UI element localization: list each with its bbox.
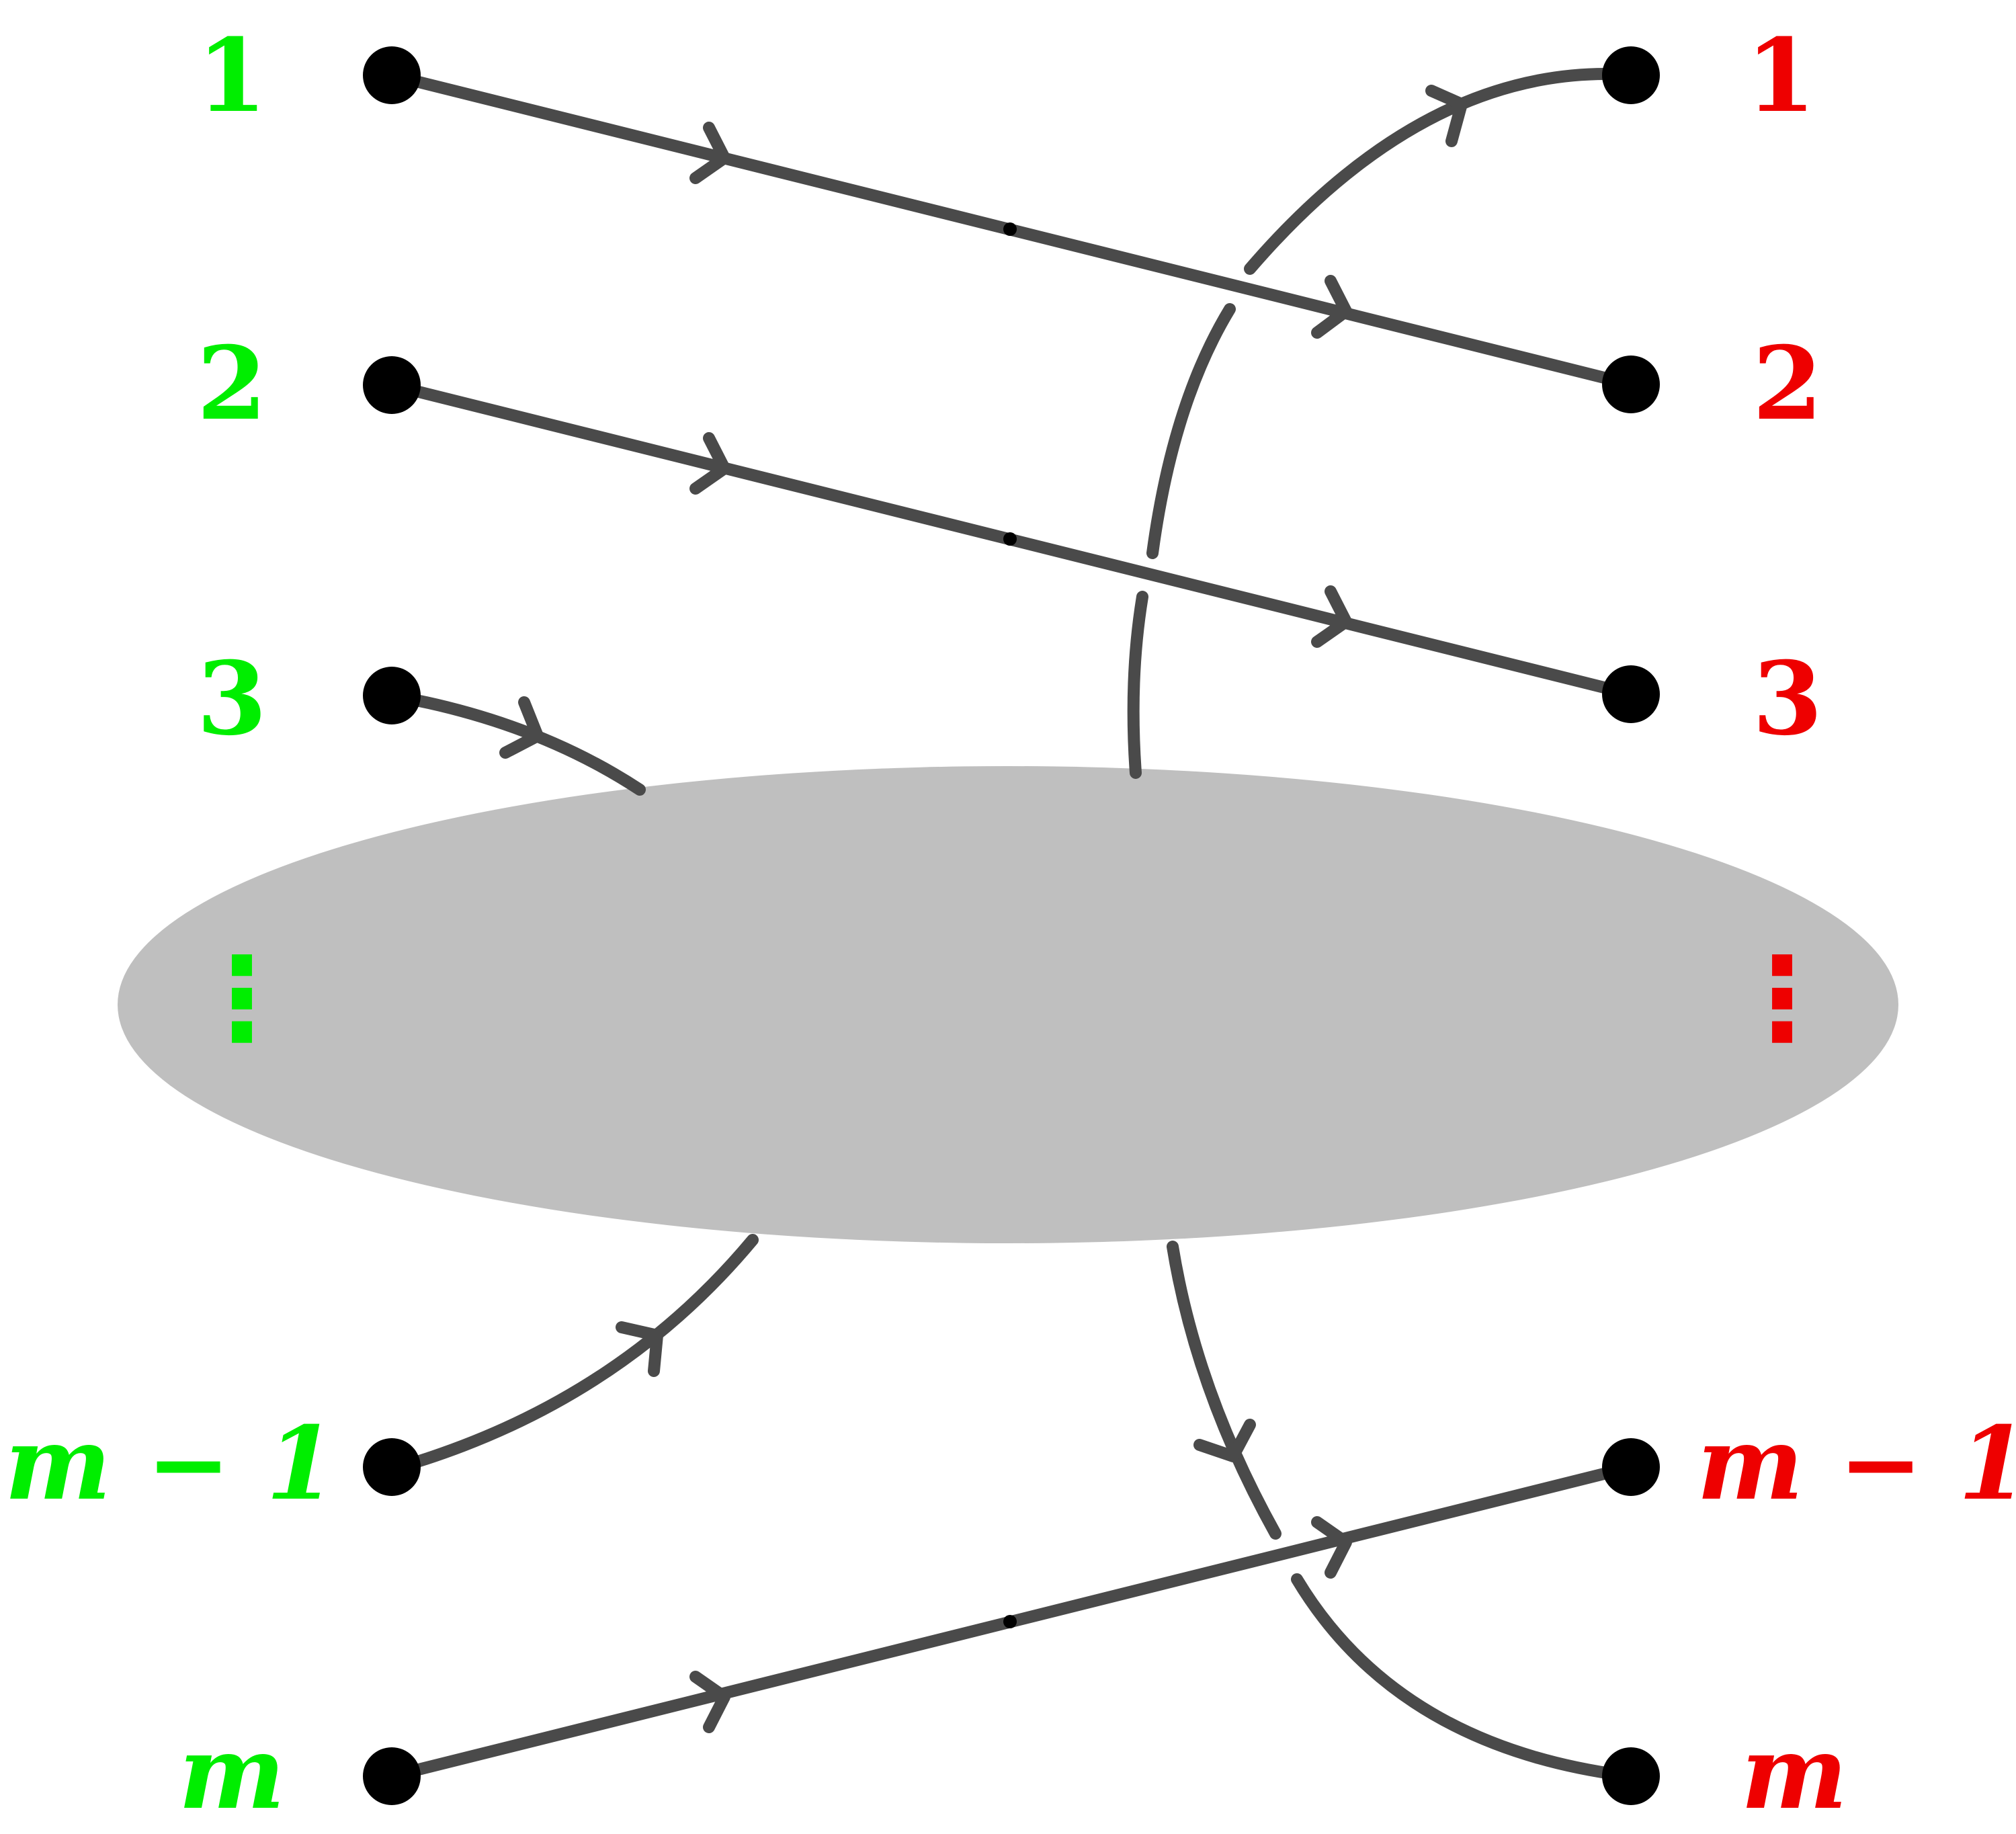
midpoint-dot-2: [1003, 532, 1017, 546]
arrowhead-10: [1425, 85, 1468, 147]
left-node-m: [363, 1747, 421, 1805]
right-node-3: [1602, 665, 1660, 723]
right-label-2: 2: [1753, 325, 1822, 443]
left-node-3: [363, 667, 421, 724]
arrowhead-2: [1311, 275, 1352, 339]
left-label-2: 2: [197, 325, 267, 443]
right-label-dots: ⋮: [1725, 933, 1839, 1066]
arrowhead-6: [616, 1321, 663, 1377]
right-node-m-minus-1: [1602, 1438, 1660, 1496]
edge-blob-to-left-m-minus-1: [401, 1234, 759, 1471]
left-label-m: m: [179, 1714, 286, 1832]
left-label-dots: ⋮: [185, 933, 299, 1066]
right-label-m: m: [1741, 1714, 1848, 1832]
edge-right1-upper-segment: [1244, 68, 1612, 275]
right-label-1: 1: [1746, 17, 1816, 135]
gray-blob: [118, 766, 1898, 1243]
edge-left3-into-blob: [386, 690, 646, 796]
left-node-2: [363, 356, 421, 414]
left-label-m-minus-1: m − 1: [5, 1405, 336, 1523]
left-node-1: [363, 46, 421, 104]
midpoint-dot-1: [1003, 222, 1017, 236]
edge-blob-to-right-m-upper-segment: [1167, 1241, 1282, 1540]
arrowhead-4: [1311, 585, 1352, 648]
right-label-m-minus-1: m − 1: [1697, 1405, 2016, 1523]
left-node-m-minus-1: [363, 1438, 421, 1496]
arrowhead-3: [689, 432, 730, 495]
arrowhead-1: [689, 122, 730, 184]
arrowhead-7: [1193, 1419, 1256, 1462]
right-node-1: [1602, 46, 1660, 104]
midpoint-dot-3: [1003, 1615, 1017, 1628]
edge-right1-middle-segment: [1146, 303, 1236, 559]
right-node-2: [1602, 356, 1660, 413]
left-label-3: 3: [197, 640, 267, 758]
left-label-1: 1: [197, 17, 267, 135]
arrowhead-8: [689, 1671, 730, 1733]
arrowhead-9: [1311, 1516, 1352, 1579]
right-node-m: [1602, 1747, 1660, 1805]
arrowhead-5: [499, 696, 544, 759]
edge-right1-lower-segment: [1127, 591, 1148, 779]
edge-blob-to-right-m-lower-segment: [1291, 1573, 1636, 1782]
right-label-3: 3: [1753, 640, 1822, 758]
